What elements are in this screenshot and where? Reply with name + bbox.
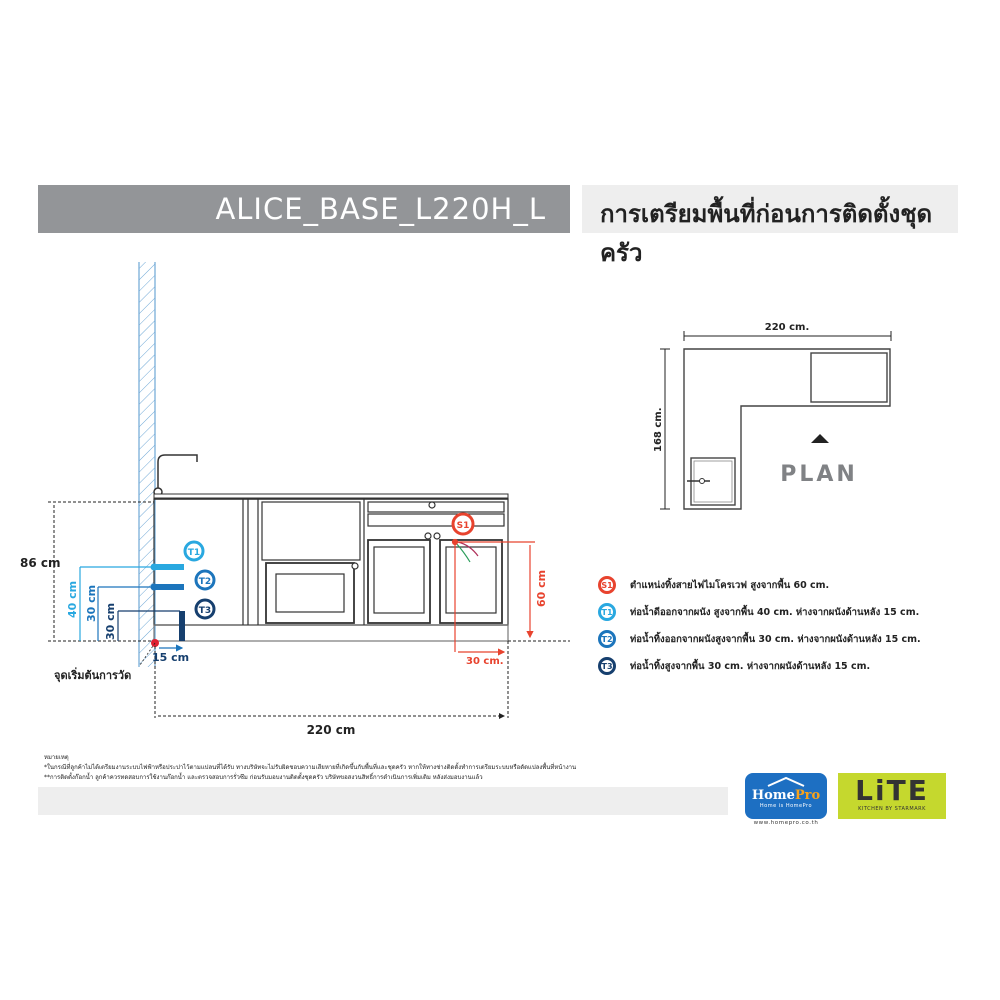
model-code: ALICE_BASE_L220H_L bbox=[215, 192, 546, 226]
plan-width-label: 220 cm. bbox=[765, 322, 810, 333]
height-86-label: 86 cm bbox=[20, 556, 61, 570]
remarks-line-1: *ในกรณีที่ลูกค้าไม่ได้เตรียมงานระบบไฟฟ้า… bbox=[44, 764, 577, 771]
pipe-t3 bbox=[117, 610, 185, 641]
plan-depth-label: 168 cm. bbox=[653, 407, 664, 452]
t2-height-label: 30 cm bbox=[85, 585, 98, 622]
svg-text:S1: S1 bbox=[457, 521, 470, 531]
lite-logo: LiTE KITCHEN BY STARMARK bbox=[838, 773, 946, 819]
t2-badge-icon: T2 bbox=[598, 630, 616, 648]
svg-text:T3: T3 bbox=[199, 606, 211, 616]
marker-s1: S1 bbox=[451, 512, 475, 536]
svg-text:T2: T2 bbox=[199, 577, 211, 587]
plan-label: PLAN bbox=[780, 462, 858, 487]
homepro-name-a: Home bbox=[751, 788, 795, 803]
t1-badge-icon: T1 bbox=[598, 603, 616, 621]
countertop bbox=[153, 493, 509, 499]
marker-t1: T1 bbox=[183, 540, 205, 562]
pipe-t1 bbox=[79, 563, 184, 641]
s1-badge-icon: S1 bbox=[598, 576, 616, 594]
homepro-name-b: Pro bbox=[794, 788, 821, 803]
lite-name: LiTE bbox=[855, 774, 929, 807]
homepro-tagline: Home is HomePro bbox=[759, 803, 813, 809]
width-220-dimension bbox=[158, 640, 570, 719]
height-86-dimension bbox=[48, 501, 154, 642]
t1-height-label: 40 cm bbox=[66, 581, 79, 618]
svg-text:T1: T1 bbox=[188, 548, 200, 558]
s1-height-label: 60 cm bbox=[535, 570, 548, 607]
s1-offset-label: 30 cm. bbox=[466, 656, 504, 667]
remarks: หมายเหตุ *ในกรณีที่ลูกค้าไม่ได้เตรียมงาน… bbox=[44, 753, 764, 783]
wire-green bbox=[455, 542, 471, 563]
north-arrow-icon bbox=[811, 434, 829, 443]
house-roof-icon bbox=[767, 776, 805, 787]
cabinet-elevation bbox=[153, 498, 509, 642]
homepro-url: www.homepro.co.th bbox=[753, 820, 819, 826]
legend-text: ตำแหน่งทิ้งสายไฟไมโครเวฟ สูงจากพื้น 60 c… bbox=[630, 579, 830, 591]
legend-item-t1: T1 ท่อน้ำดีออกจากผนัง สูงจากพื้น 40 cm. … bbox=[598, 599, 958, 625]
plan-drawing bbox=[660, 331, 892, 510]
homepro-logo: HomePro Home is HomePro bbox=[745, 773, 827, 819]
remarks-heading: หมายเหตุ bbox=[44, 754, 69, 761]
legend-text: ท่อน้ำทิ้งออกจากผนังสูงจากพื้น 30 cm. ห่… bbox=[630, 633, 921, 645]
pipe-t2 bbox=[97, 583, 184, 641]
legend-item-t3: T3 ท่อน้ำทิ้งสูงจากพื้น 30 cm. ห่างจากผน… bbox=[598, 653, 958, 679]
page-title-bar: การเตรียมพื้นที่ก่อนการติดตั้งชุดครัว bbox=[582, 185, 958, 267]
wall-offset-label: 15 cm bbox=[152, 651, 189, 664]
remarks-line-2: **การติดตั้งก๊อกน้ำ ลูกค้าควรทดสอบการใช้… bbox=[44, 774, 483, 781]
width-220-label: 220 cm bbox=[307, 723, 356, 737]
wall-section bbox=[138, 262, 156, 667]
marker-t2: T2 bbox=[194, 569, 216, 591]
origin-label: จุดเริ่มต้นการวัด bbox=[54, 667, 131, 683]
footer-bar bbox=[38, 787, 728, 815]
lite-tagline: KITCHEN BY STARMARK bbox=[858, 806, 926, 812]
model-title-bar: ALICE_BASE_L220H_L bbox=[38, 185, 570, 233]
marker-t3: T3 bbox=[194, 598, 216, 620]
legend: S1 ตำแหน่งทิ้งสายไฟไมโครเวฟ สูงจากพื้น 6… bbox=[598, 572, 958, 680]
legend-text: ท่อน้ำดีออกจากผนัง สูงจากพื้น 40 cm. ห่า… bbox=[630, 606, 920, 618]
faucet-icon bbox=[153, 454, 198, 497]
t3-badge-icon: T3 bbox=[598, 657, 616, 675]
s1-dimensions bbox=[451, 538, 535, 656]
page-title: การเตรียมพื้นที่ก่อนการติดตั้งชุดครัว bbox=[600, 200, 933, 267]
legend-item-s1: S1 ตำแหน่งทิ้งสายไฟไมโครเวฟ สูงจากพื้น 6… bbox=[598, 572, 958, 598]
legend-text: ท่อน้ำทิ้งสูงจากพื้น 30 cm. ห่างจากผนังด… bbox=[630, 660, 871, 672]
legend-item-t2: T2 ท่อน้ำทิ้งออกจากผนังสูงจากพื้น 30 cm.… bbox=[598, 626, 958, 652]
t3-height-label: 30 cm bbox=[104, 603, 117, 640]
